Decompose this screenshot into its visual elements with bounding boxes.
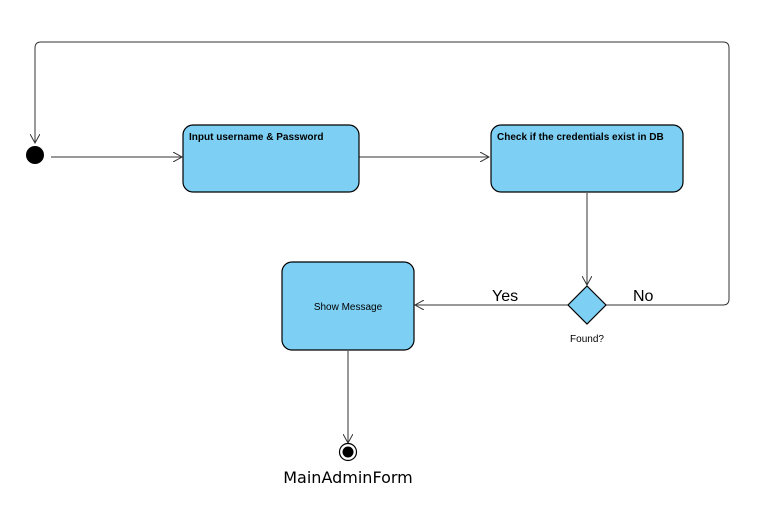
decision-label: Found?: [570, 334, 604, 345]
action-input-box: [182, 124, 360, 193]
action-message-label: Show Message: [314, 302, 383, 313]
edge-no-loop: [35, 41, 730, 306]
final-node-inner: [342, 446, 354, 458]
decision-node: [567, 285, 607, 325]
edge-no-label: No: [633, 288, 654, 305]
action-input-label: Input username & Password: [189, 132, 323, 143]
initial-node: [26, 146, 44, 164]
action-check-label: Check if the credentials exist in DB: [497, 132, 664, 143]
final-node-label: MainAdminForm: [283, 468, 413, 487]
edge-yes-label: Yes: [492, 288, 518, 305]
action-check-box: [490, 124, 684, 193]
action-message-box: [281, 261, 415, 351]
